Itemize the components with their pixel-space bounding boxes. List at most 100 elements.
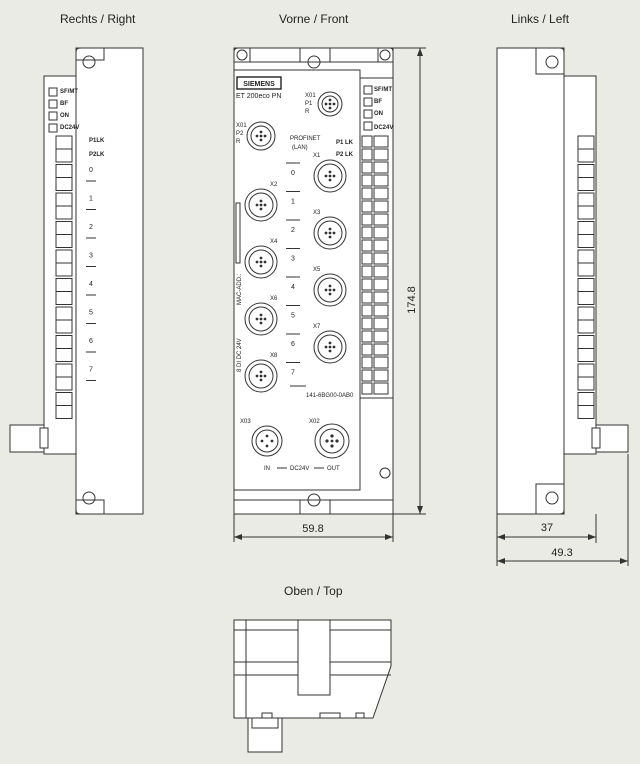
- channel-led-icon: [373, 304, 389, 317]
- power-out-label: OUT: [327, 466, 340, 472]
- view-title-front: Vorne / Front: [279, 12, 349, 26]
- front-led-label: SF/MT: [374, 87, 392, 93]
- port-label: X5: [313, 267, 321, 273]
- front-screw-top-icon: [307, 55, 321, 69]
- channel-led-icon: [361, 317, 373, 330]
- side-led-label: BF: [60, 101, 68, 107]
- supply-label: 8 DI DC 24V: [237, 338, 243, 372]
- front-view: SIEMENS ET 200eco PN SF/MT BF ON DC24V P…: [233, 47, 426, 542]
- profinet-label: PROFINET: [290, 136, 321, 142]
- front-channel-number: 0: [291, 170, 295, 177]
- left-hole-bottom-icon: [545, 491, 559, 505]
- x02-label: X02: [309, 419, 320, 425]
- mounting-hole-bottom-icon: [82, 491, 96, 505]
- left-view: 37 49.3: [496, 47, 629, 566]
- channel-led-icon: [361, 252, 373, 265]
- channel-led-icon: [373, 356, 389, 369]
- channel-led-icon: [373, 226, 389, 239]
- status-led-icon: [48, 87, 58, 97]
- channel-led-icon: [373, 317, 389, 330]
- front-width-dimension: 59.8: [302, 523, 323, 535]
- m12-connector-icon: [313, 159, 347, 193]
- channel-led-icon: [373, 252, 389, 265]
- height-dimension: 174.8: [406, 286, 418, 314]
- status-led-icon: [363, 121, 373, 131]
- side-channel-number: 3: [89, 253, 93, 260]
- side-channel-number: 7: [89, 367, 93, 374]
- front-channel-number: 6: [291, 341, 295, 348]
- left-hole-top-icon: [545, 55, 559, 69]
- x03-connector-icon: [251, 425, 283, 457]
- x01-left-label: X01: [236, 123, 247, 129]
- svg-text:SIEMENS: SIEMENS: [243, 81, 275, 88]
- channel-led-icon: [361, 291, 373, 304]
- channel-led-icon: [361, 356, 373, 369]
- side-channel-number: 0: [89, 167, 93, 174]
- front-hole-tl-icon: [236, 49, 248, 61]
- m12-connector-icon: [244, 302, 278, 336]
- side-channel-number: 2: [89, 224, 93, 231]
- channel-led-icon: [361, 148, 373, 161]
- x02-connector-icon: [314, 423, 350, 459]
- x01-port-label: P1: [305, 101, 313, 107]
- x03-label: X03: [240, 419, 251, 425]
- m12-connector-icon: [244, 359, 278, 393]
- x01-ring-label: R: [305, 109, 310, 115]
- channel-led-icon: [373, 174, 389, 187]
- channel-led-icon: [373, 369, 389, 382]
- port-label: X3: [313, 210, 321, 216]
- port-label: X4: [270, 239, 278, 245]
- view-title-right: Rechts / Right: [60, 12, 136, 26]
- channel-led-icon: [373, 135, 389, 148]
- side-channel-number: 1: [89, 196, 93, 203]
- side-led-label: SF/MT: [60, 89, 78, 95]
- channel-led-icon: [373, 213, 389, 226]
- channel-led-icon: [361, 135, 373, 148]
- m12-connector-icon: [244, 188, 278, 222]
- side-connector-icon: [9, 424, 45, 453]
- front-screw-bottom-icon: [307, 493, 321, 507]
- top-view: [233, 619, 392, 753]
- side-led-label: ON: [60, 113, 69, 119]
- channel-led-icon: [361, 343, 373, 356]
- m12-connector-icon: [313, 330, 347, 364]
- front-led-label: ON: [374, 111, 383, 117]
- status-led-icon: [363, 97, 373, 107]
- channel-led-icon: [373, 291, 389, 304]
- channel-led-icon: [373, 278, 389, 291]
- front-hole-tr-icon: [379, 49, 391, 61]
- x01-left-ring-label: R: [236, 139, 241, 145]
- channel-led-icon: [361, 369, 373, 382]
- m12-connector-icon: [244, 245, 278, 279]
- left-side-connector-icon: [595, 424, 629, 453]
- mac-address-label: MAC-ADD.:: [237, 273, 243, 305]
- channel-led-icon: [373, 187, 389, 200]
- front-channel-number: 3: [291, 256, 295, 263]
- channel-led-icon: [361, 330, 373, 343]
- channel-led-icon: [373, 382, 389, 395]
- depth-dimension: 37: [541, 522, 553, 534]
- channel-led-icon: [373, 148, 389, 161]
- channel-led-icon: [373, 161, 389, 174]
- view-title-top: Oben / Top: [284, 584, 343, 598]
- view-title-left: Links / Left: [511, 12, 570, 26]
- brand-logo: [236, 76, 282, 90]
- channel-led-icon: [361, 239, 373, 252]
- side-led-label: DC24V: [60, 125, 79, 131]
- status-led-icon: [363, 109, 373, 119]
- channel-led-icon: [361, 278, 373, 291]
- port-label: X2: [270, 182, 278, 188]
- mac-label-strip: [235, 202, 241, 264]
- front-channel-number: 4: [291, 284, 295, 291]
- port-label: X1: [313, 153, 321, 159]
- status-led-icon: [48, 123, 58, 133]
- front-channel-number: 7: [291, 370, 295, 377]
- front-led-label: DC24V: [374, 125, 393, 131]
- power-label: DC24V: [290, 466, 309, 472]
- front-hole-br-icon: [379, 467, 391, 479]
- channel-led-icon: [361, 213, 373, 226]
- channel-led-icon: [373, 265, 389, 278]
- front-channel-number: 5: [291, 313, 295, 320]
- x01-label: X01: [305, 93, 316, 99]
